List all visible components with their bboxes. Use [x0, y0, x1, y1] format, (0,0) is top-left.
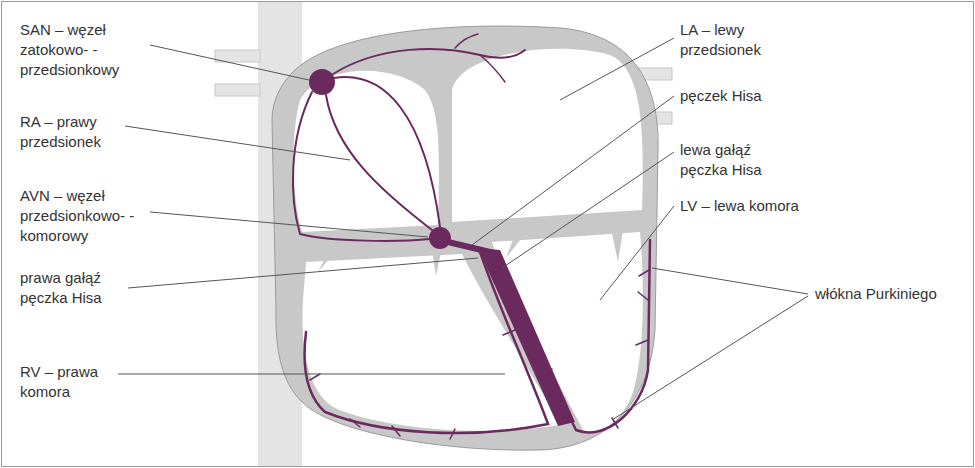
purkinje-fiber — [639, 270, 649, 276]
purkinje-fiber — [392, 426, 400, 436]
leader-line — [612, 296, 808, 420]
leader-line — [560, 38, 674, 100]
valve-flap — [610, 224, 624, 262]
leader-line — [118, 374, 505, 375]
heart-wall — [272, 26, 658, 450]
leader-line — [125, 126, 350, 160]
leader-line — [652, 268, 808, 294]
internodal-path — [334, 77, 440, 227]
purkinje-fiber — [310, 374, 320, 380]
vessel-stub — [215, 50, 260, 62]
leader-line — [502, 152, 674, 268]
valve-flap — [506, 222, 534, 258]
av-node — [429, 227, 451, 249]
leader-line — [150, 45, 309, 80]
purkinje-fiber — [450, 429, 455, 439]
part-label: SAN – węzeł zatokowo- -przedsionkowy — [20, 20, 145, 80]
left-atrium — [452, 49, 643, 222]
part-label: LV – lewa komora — [680, 196, 799, 216]
purkinje-fiber — [636, 340, 648, 345]
internodal-path — [326, 95, 432, 230]
leader-line — [472, 96, 674, 245]
sa-node — [309, 69, 335, 95]
part-label: RV – prawa komora — [20, 362, 110, 402]
part-label: lewa gałąź pęczka Hisa — [680, 140, 780, 180]
bachmann-branch — [455, 34, 478, 48]
part-label: RA – prawy przedsionek — [20, 112, 115, 152]
part-label: AVN – węzeł przedsionkowo- -komorowy — [20, 186, 142, 246]
leader-lines — [118, 38, 808, 420]
leader-line — [150, 212, 428, 237]
part-label: prawa gałąź pęczka Hisa — [20, 268, 120, 308]
leader-line — [600, 206, 674, 300]
vessel-stub — [215, 84, 260, 96]
part-label: pęczek Hisa — [680, 86, 762, 106]
bachmann-branch — [480, 55, 505, 82]
right-atrium — [293, 71, 439, 232]
bundle-fan — [478, 248, 575, 426]
purkinje-fiber — [503, 330, 515, 335]
purkinje-fiber — [638, 292, 648, 300]
leader-line — [128, 258, 478, 288]
left-ventricle — [492, 232, 643, 433]
part-label: LA – lewy przedsionek — [680, 20, 775, 60]
purkinje-fiber — [350, 419, 360, 427]
part-label: włókna Purkiniego — [815, 284, 937, 304]
conduction-system — [293, 34, 650, 439]
